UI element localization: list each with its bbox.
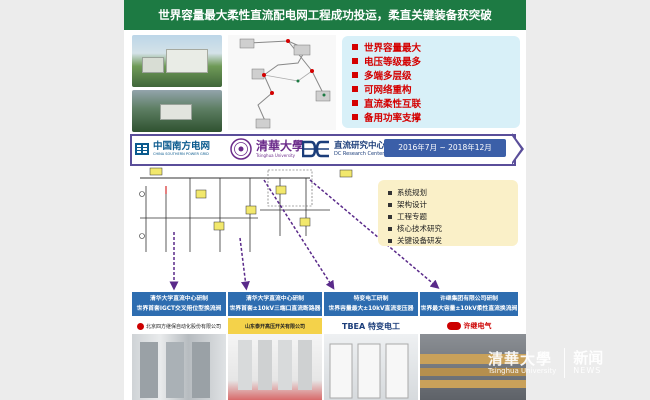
news-watermark: 清華大學 Tsinghua University 新闻 NEWS bbox=[488, 348, 603, 378]
feature-item: 多端多层级 bbox=[352, 68, 412, 82]
task-item: 系统规划 bbox=[388, 187, 427, 198]
task-item: 关键设备研发 bbox=[388, 235, 442, 246]
equipment-photo-valve bbox=[132, 334, 226, 400]
dashed-arrows bbox=[169, 179, 440, 291]
tsinghua-logo: 清華大學 Tsinghua University bbox=[230, 137, 304, 161]
feature-item: 电压等级最多 bbox=[352, 54, 421, 68]
tsinghua-seal-icon bbox=[230, 138, 252, 160]
dc-research-center-logo: 直流研究中心 DC Research Center bbox=[302, 137, 385, 161]
feature-item: 可网络重构 bbox=[352, 82, 412, 96]
watermark-news: 新闻 bbox=[573, 349, 604, 367]
watermark-school-en: Tsinghua University bbox=[488, 366, 557, 375]
tsinghua-en-name: Tsinghua University bbox=[256, 152, 296, 158]
dc-center-name: 直流研究中心 bbox=[334, 140, 386, 151]
task-item: 核心技术研究 bbox=[388, 223, 442, 234]
sgcc-emblem-icon bbox=[135, 143, 149, 155]
outcome-card: 特变电工研制世界容量最大±10kV直流变压器 bbox=[324, 292, 418, 316]
feature-item: 世界容量最大 bbox=[352, 40, 421, 54]
tsinghua-name: 清華大學 bbox=[256, 138, 305, 153]
company-logo: TBEA 特变电工 bbox=[342, 321, 400, 331]
dc-logo-icon bbox=[302, 140, 329, 158]
outcome-card: 清华大学直流中心研制世界首套IGCT交叉箝位型换流阀 bbox=[132, 292, 226, 316]
sgcc-name: 中国南方电网 bbox=[153, 141, 211, 152]
outcome-card: 清华大学直流中心研制世界首套±10kV三端口直流断路器 bbox=[228, 292, 322, 316]
feature-item: 直流柔性互联 bbox=[352, 96, 421, 110]
substation-photo-1 bbox=[132, 35, 222, 87]
equipment-photo-breaker bbox=[228, 334, 322, 400]
slide: 世界容量最大柔性直流配电网工程成功投运，柔直关键装备获突破 世界容量最大 电压等… bbox=[124, 0, 526, 400]
company-logo: 北京四方继保自动化股份有限公司 bbox=[132, 318, 226, 334]
feature-list: 世界容量最大 电压等级最多 多端多层级 可网络重构 直流柔性互联 备用功率支撑 bbox=[342, 36, 520, 128]
company-logo: 许继电气 bbox=[420, 318, 518, 334]
task-item: 架构设计 bbox=[388, 199, 427, 210]
sgcc-en-name: CHINA SOUTHERN POWER GRID bbox=[153, 152, 209, 156]
watermark-school-name: 清華大學 bbox=[488, 349, 553, 368]
xj-logo-icon bbox=[446, 322, 461, 330]
site-map bbox=[228, 35, 336, 130]
watermark-news-en: NEWS bbox=[573, 366, 602, 375]
sgcc-logo: 中国南方电网 CHINA SOUTHERN POWER GRID bbox=[134, 139, 210, 159]
company-logo: 山东泰开高压开关有限公司 bbox=[228, 318, 322, 334]
outcome-card: 许继集团有限公司研制世界最大容量±10kV柔性直流换流阀 bbox=[420, 292, 518, 316]
equipment-photo-transformer bbox=[324, 334, 418, 400]
research-tasks: 系统规划 架构设计 工程专题 核心技术研究 关键设备研发 bbox=[378, 180, 518, 246]
slide-title: 世界容量最大柔性直流配电网工程成功投运，柔直关键装备获突破 bbox=[124, 0, 526, 30]
substation-photo-2 bbox=[132, 90, 222, 132]
single-line-diagram bbox=[130, 166, 374, 262]
feature-item: 备用功率支撑 bbox=[352, 110, 421, 124]
equipment-photo-converter bbox=[420, 334, 526, 400]
sifang-logo-icon bbox=[136, 322, 144, 330]
dc-center-en-name: DC Research Center bbox=[334, 150, 385, 157]
task-item: 工程专题 bbox=[388, 211, 427, 222]
project-period: 2016年7月 ~ 2018年12月 bbox=[384, 139, 506, 157]
